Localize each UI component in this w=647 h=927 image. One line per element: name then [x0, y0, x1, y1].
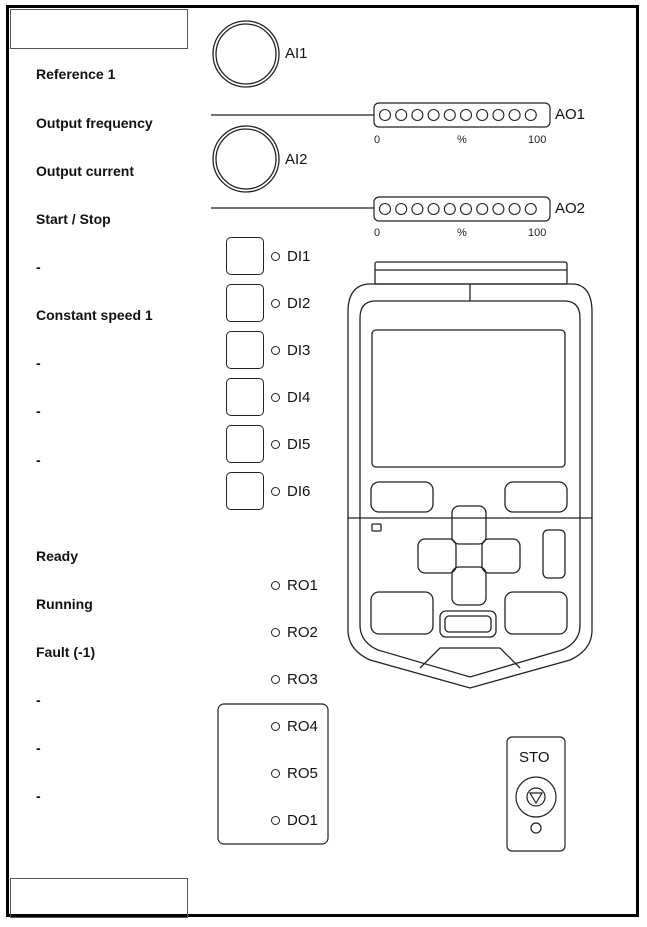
diagram-frame	[6, 5, 639, 917]
di4-led-icon	[271, 393, 280, 402]
ao1-led-10-icon	[524, 108, 537, 122]
label-ready: Ready	[36, 548, 79, 564]
ao2-led-6-icon	[459, 202, 473, 216]
ao2-scale-unit: %	[457, 227, 467, 239]
ao1-led-2-icon	[395, 108, 408, 122]
ao1-led-4-icon	[427, 108, 440, 122]
ao2-led-10-icon	[524, 202, 537, 216]
di2-led-icon	[271, 299, 280, 308]
ao1-led-1-icon	[378, 108, 392, 122]
ai1-dial-icon	[212, 20, 280, 88]
label-di4-function: -	[36, 355, 41, 371]
di6-label: DI6	[287, 483, 311, 500]
relay-group-box	[217, 703, 329, 845]
ao1-led-6-icon	[459, 108, 473, 122]
top-blank-box	[10, 9, 188, 49]
ao2-led-4-icon	[427, 202, 440, 216]
ao2-led-7-icon	[476, 202, 489, 216]
di2-switch-box	[226, 284, 264, 322]
di5-label: DI5	[287, 436, 311, 453]
ao1-bar-icon	[373, 102, 551, 128]
ro5-label: RO5	[287, 765, 318, 782]
di3-switch-box	[226, 331, 264, 369]
di5-led-icon	[271, 440, 280, 449]
di3-label: DI3	[287, 342, 311, 359]
ro1-label: RO1	[287, 577, 318, 594]
label-reference-1: Reference 1	[36, 66, 116, 82]
ao1-led-7-icon	[476, 108, 489, 122]
label-running: Running	[36, 596, 93, 612]
ao1-led-9-icon	[508, 108, 521, 122]
ro4-led-icon	[271, 722, 280, 731]
ao2-led-1-icon	[378, 202, 392, 216]
ao1-scale-unit: %	[457, 134, 467, 146]
ao2-led-3-icon	[411, 202, 424, 216]
do1-label: DO1	[287, 812, 318, 829]
ao2-scale-max: 100	[528, 227, 547, 239]
control-panel-icon	[347, 261, 593, 689]
ro5-led-icon	[271, 769, 280, 778]
ro3-label: RO3	[287, 671, 318, 688]
label-fault: Fault (-1)	[36, 644, 96, 660]
ao2-led-2-icon	[395, 202, 408, 216]
sto-switch-icon	[506, 736, 566, 852]
di3-led-icon	[271, 346, 280, 355]
ao1-led-5-icon	[443, 108, 456, 122]
label-ro5-function: -	[36, 740, 41, 756]
ao1-led-8-icon	[492, 108, 505, 122]
label-di6-function: -	[36, 452, 41, 468]
ai1-label: AI1	[285, 45, 308, 62]
ao1-label: AO1	[555, 106, 586, 123]
ao2-scale-min: 0	[374, 227, 381, 239]
label-di5-function: -	[36, 403, 41, 419]
ao2-led-5-icon	[443, 202, 456, 216]
ai2-label: AI2	[285, 151, 308, 168]
ao1-led-3-icon	[411, 108, 424, 122]
di5-switch-box	[226, 425, 264, 463]
do1-led-icon	[271, 816, 280, 825]
di6-switch-box	[226, 472, 264, 510]
di6-led-icon	[271, 487, 280, 496]
ao2-label: AO2	[555, 200, 586, 217]
di1-led-icon	[271, 252, 280, 261]
di4-switch-box	[226, 378, 264, 416]
di4-label: DI4	[287, 389, 311, 406]
ro2-led-icon	[271, 628, 280, 637]
label-do1-function: -	[36, 788, 41, 804]
ao1-scale-max: 100	[528, 134, 547, 146]
label-output-frequency: Output frequency	[36, 115, 153, 131]
ao2-led-8-icon	[492, 202, 505, 216]
sto-label: STO	[519, 749, 550, 766]
di1-label: DI1	[287, 248, 311, 265]
label-constant-speed-1: Constant speed 1	[36, 307, 153, 323]
ro3-led-icon	[271, 675, 280, 684]
di1-switch-box	[226, 237, 264, 275]
ao2-led-9-icon	[508, 202, 521, 216]
ai2-dial-icon	[212, 125, 280, 193]
label-di2-function: -	[36, 259, 41, 275]
bottom-blank-box	[10, 878, 188, 918]
di2-label: DI2	[287, 295, 311, 312]
ao2-bar-icon	[373, 196, 551, 222]
ro1-led-icon	[271, 581, 280, 590]
label-start-stop: Start / Stop	[36, 211, 111, 227]
ro2-label: RO2	[287, 624, 318, 641]
label-output-current: Output current	[36, 163, 134, 179]
label-ro4-function: -	[36, 692, 41, 708]
ao1-scale-min: 0	[374, 134, 381, 146]
ro4-label: RO4	[287, 718, 318, 735]
